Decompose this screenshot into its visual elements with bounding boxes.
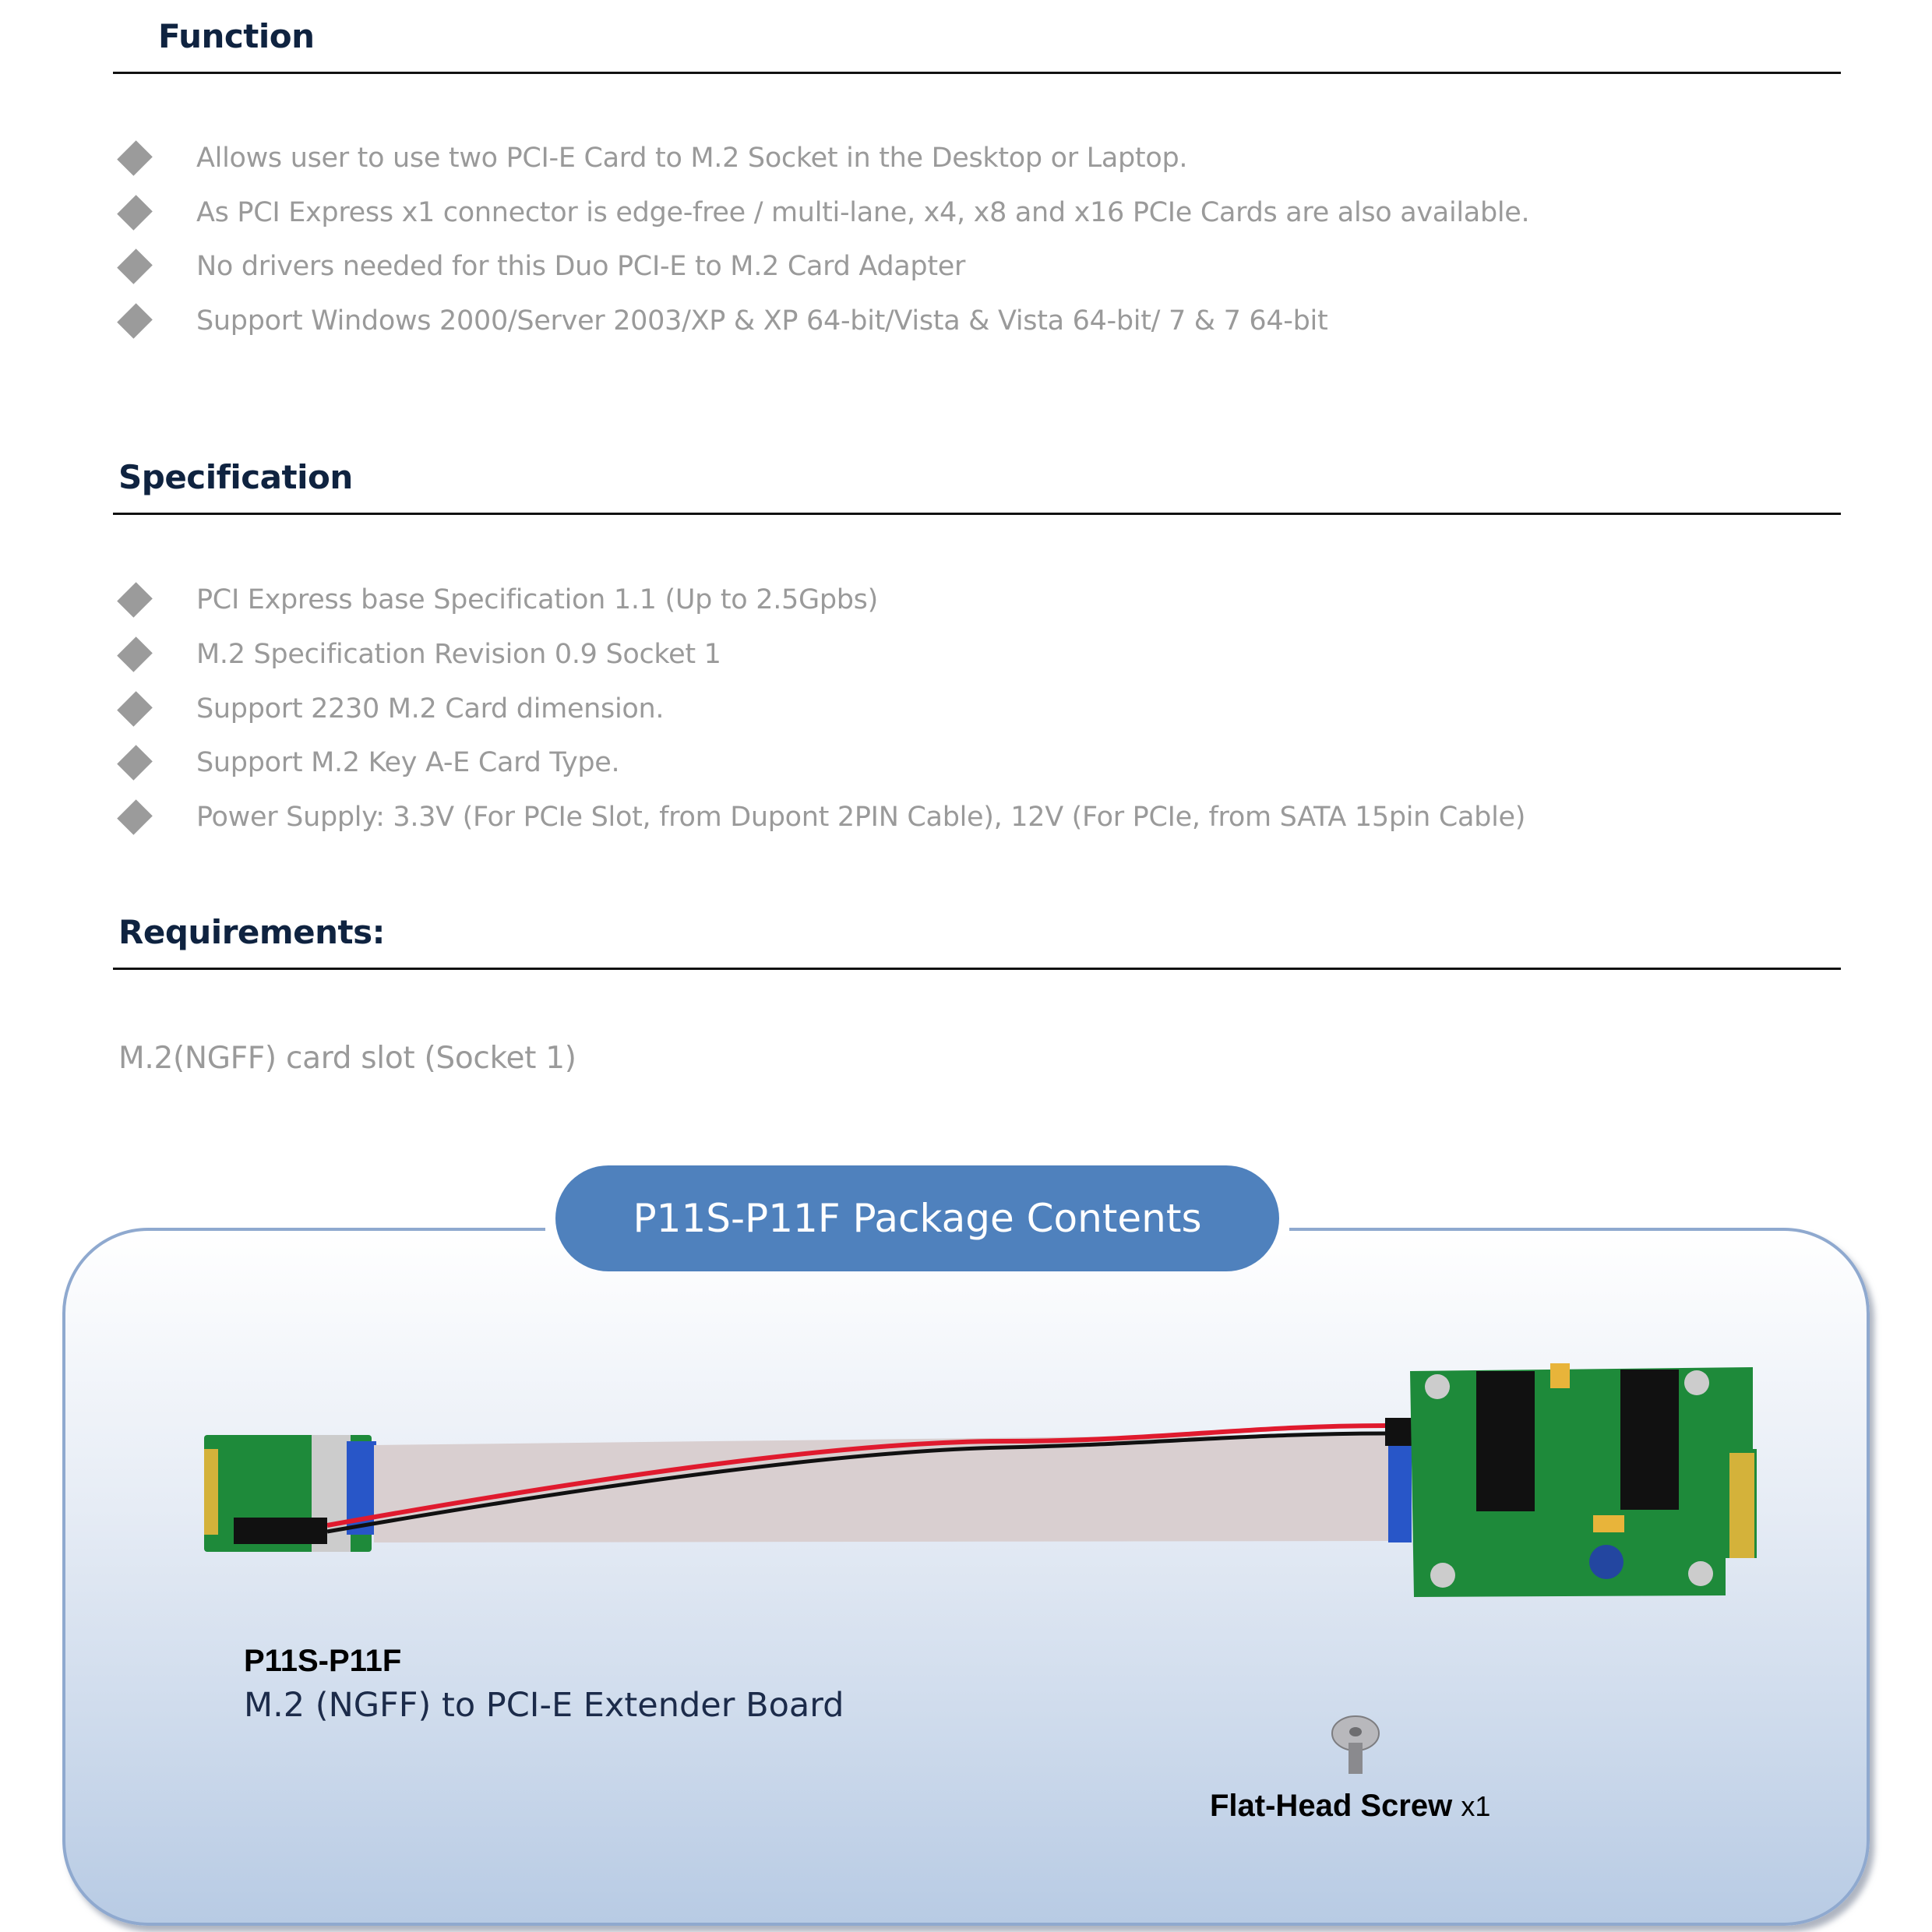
list-item: Power Supply: 3.3V (For PCIe Slot, from … bbox=[117, 794, 1526, 841]
product-name: P11S-P11F bbox=[244, 1644, 402, 1678]
product-description: M.2 (NGFF) to PCI-E Extender Board bbox=[244, 1686, 844, 1725]
screw-name: Flat-Head Screw bbox=[1210, 1789, 1453, 1823]
item-text: Support Windows 2000/Server 2003/XP & XP… bbox=[196, 305, 1328, 337]
package-title-badge: P11S-P11F Package Contents bbox=[555, 1165, 1279, 1271]
item-text: PCI Express base Specification 1.1 (Up t… bbox=[196, 584, 878, 615]
item-text: M.2 Specification Revision 0.9 Socket 1 bbox=[196, 639, 721, 670]
list-item: Allows user to use two PCI-E Card to M.2… bbox=[117, 135, 1188, 182]
specification-divider bbox=[113, 513, 1841, 515]
function-divider bbox=[113, 72, 1841, 74]
list-item: Support Windows 2000/Server 2003/XP & XP… bbox=[117, 298, 1328, 344]
screw-quantity: x1 bbox=[1461, 1790, 1491, 1822]
specification-heading: Specification bbox=[118, 458, 353, 496]
screw-icon bbox=[1331, 1715, 1380, 1774]
requirements-divider bbox=[113, 968, 1841, 970]
requirements-text: M.2(NGFF) card slot (Socket 1) bbox=[118, 1041, 576, 1076]
item-text: Allows user to use two PCI-E Card to M.2… bbox=[196, 143, 1188, 174]
item-text: As PCI Express x1 connector is edge-free… bbox=[196, 197, 1530, 228]
list-item: Support 2230 M.2 Card dimension. bbox=[117, 686, 665, 732]
item-text: No drivers needed for this Duo PCI-E to … bbox=[196, 251, 966, 282]
screw-label: Flat-Head Screw x1 bbox=[1210, 1789, 1490, 1824]
function-heading: Function bbox=[158, 17, 315, 55]
list-item: M.2 Specification Revision 0.9 Socket 1 bbox=[117, 631, 721, 678]
requirements-heading: Requirements: bbox=[118, 913, 385, 951]
item-text: Support 2230 M.2 Card dimension. bbox=[196, 693, 665, 724]
list-item: As PCI Express x1 connector is edge-free… bbox=[117, 189, 1530, 236]
list-item: No drivers needed for this Duo PCI-E to … bbox=[117, 243, 966, 290]
list-item: PCI Express base Specification 1.1 (Up t… bbox=[117, 576, 878, 623]
item-text: Support M.2 Key A-E Card Type. bbox=[196, 747, 620, 778]
item-text: Power Supply: 3.3V (For PCIe Slot, from … bbox=[196, 802, 1526, 833]
package-title: P11S-P11F Package Contents bbox=[633, 1196, 1202, 1241]
list-item: Support M.2 Key A-E Card Type. bbox=[117, 739, 620, 786]
